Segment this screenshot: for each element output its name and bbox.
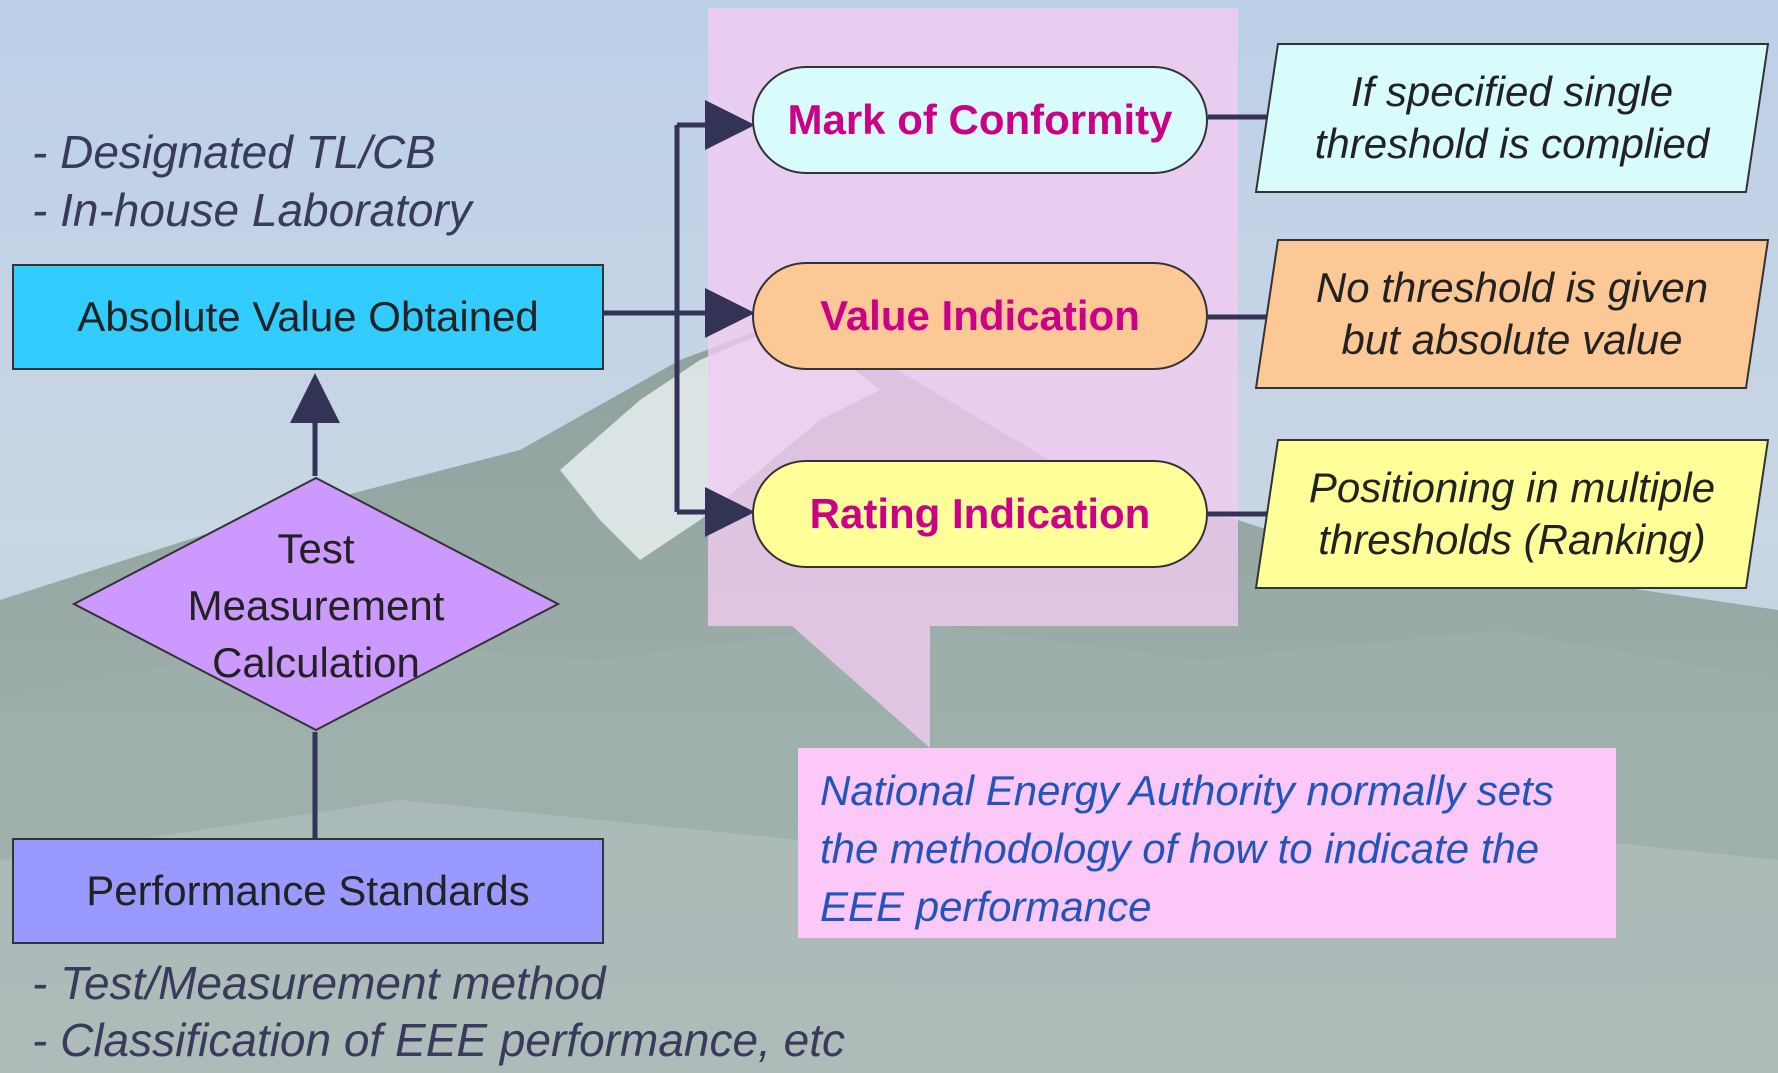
performance-standards-label: Performance Standards — [86, 867, 530, 914]
desc-multiple-thresholds: Positioning in multiple thresholds (Rank… — [1254, 438, 1770, 590]
diamond-line-test: Test — [277, 525, 355, 572]
desc-single-threshold-text: If specified single threshold is complie… — [1314, 68, 1710, 167]
value-indication-pill: Value Indication — [752, 262, 1208, 370]
note-classification: - Classification of EEE performance, etc — [32, 1014, 845, 1066]
note-designated-tl-cb: - Designated TL/CB — [32, 126, 436, 178]
note-in-house-laboratory: - In-house Laboratory — [32, 184, 472, 236]
absolute-value-box: Absolute Value Obtained — [12, 264, 604, 370]
note-test-measurement-method: - Test/Measurement method — [32, 957, 606, 1009]
desc-multiple-thresholds-shape — [1254, 439, 1770, 589]
desc-no-threshold-shape — [1254, 239, 1770, 389]
national-energy-authority-callout: National Energy Authority normally sets … — [798, 748, 1616, 938]
desc-multiple-thresholds-text: Positioning in multiple thresholds (Rank… — [1308, 464, 1716, 563]
test-measurement-diamond — [72, 476, 560, 732]
mark-of-conformity-label: Mark of Conformity — [787, 96, 1173, 143]
rating-indication-label: Rating Indication — [809, 490, 1151, 537]
mark-of-conformity-pill: Mark of Conformity — [752, 66, 1208, 174]
desc-single-threshold: If specified single threshold is complie… — [1254, 42, 1770, 194]
diamond-line-measurement: Measurement — [187, 582, 445, 629]
diamond-text: Test Measurement Calculation — [72, 520, 560, 691]
desc-no-threshold-text: No threshold is given but absolute value — [1315, 264, 1709, 363]
desc-single-threshold-shape — [1254, 43, 1770, 193]
performance-standards-box: Performance Standards — [12, 838, 604, 944]
callout-text: National Energy Authority normally sets … — [820, 767, 1554, 930]
rating-indication-pill: Rating Indication — [752, 460, 1208, 568]
desc-no-threshold: No threshold is given but absolute value — [1254, 238, 1770, 390]
diamond-line-calculation: Calculation — [212, 639, 420, 686]
absolute-value-label: Absolute Value Obtained — [77, 293, 539, 340]
value-indication-label: Value Indication — [820, 292, 1140, 339]
